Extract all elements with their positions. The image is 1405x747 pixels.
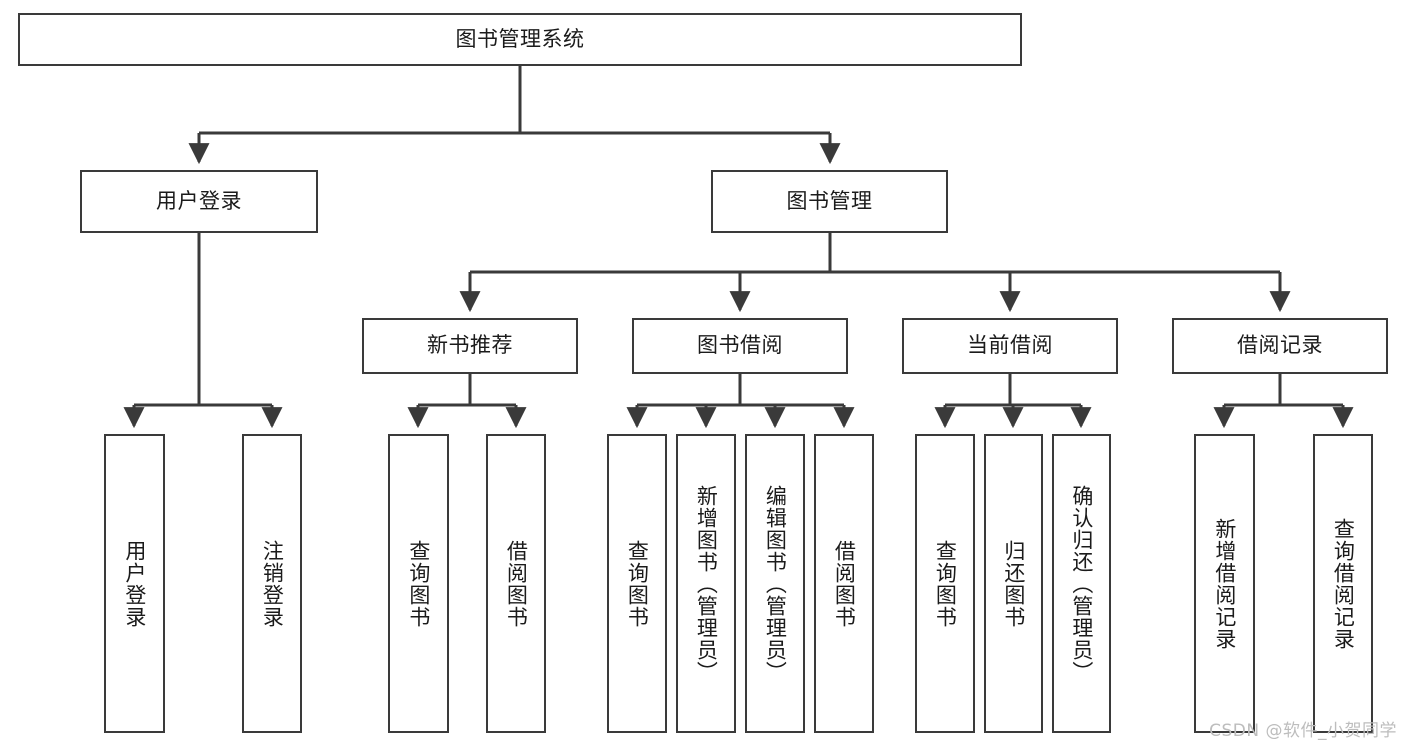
node-leaf-query-record-label: 查询借阅记录 <box>1331 517 1356 650</box>
node-leaf-return-book-label: 归还图书 <box>1001 539 1026 628</box>
node-new-book-recommend-label: 新书推荐 <box>427 333 513 358</box>
node-leaf-confirm-return-label: 确认归还（管理员） <box>1069 484 1094 683</box>
node-leaf-borrow-book-2-label: 借阅图书 <box>832 539 857 628</box>
node-book-manage-label: 图书管理 <box>786 188 873 213</box>
csdn-watermark: CSDN @软件_小贺同学 <box>1209 721 1397 741</box>
node-leaf-return-book[interactable]: 归还图书 <box>984 434 1043 733</box>
node-leaf-borrow-book-2[interactable]: 借阅图书 <box>814 434 874 733</box>
node-leaf-query-book-2-label: 查询图书 <box>625 539 650 628</box>
node-user-login[interactable]: 用户登录 <box>80 170 318 233</box>
node-leaf-add-book-label: 新增图书（管理员） <box>694 484 719 683</box>
node-root-label: 图书管理系统 <box>455 26 585 51</box>
node-current-borrow-label: 当前借阅 <box>967 333 1053 358</box>
node-leaf-user-login-label: 用户登录 <box>122 539 147 628</box>
node-leaf-query-record[interactable]: 查询借阅记录 <box>1313 434 1373 733</box>
node-leaf-confirm-return[interactable]: 确认归还（管理员） <box>1052 434 1111 733</box>
node-leaf-add-book[interactable]: 新增图书（管理员） <box>676 434 736 733</box>
node-leaf-edit-book-label: 编辑图书（管理员） <box>763 484 788 683</box>
node-leaf-edit-book[interactable]: 编辑图书（管理员） <box>745 434 805 733</box>
node-book-manage[interactable]: 图书管理 <box>711 170 948 233</box>
node-current-borrow[interactable]: 当前借阅 <box>902 318 1118 374</box>
node-leaf-query-book-2[interactable]: 查询图书 <box>607 434 667 733</box>
node-leaf-add-record-label: 新增借阅记录 <box>1212 517 1237 650</box>
node-leaf-add-record[interactable]: 新增借阅记录 <box>1194 434 1255 733</box>
node-leaf-user-login[interactable]: 用户登录 <box>104 434 165 733</box>
node-leaf-borrow-book-1-label: 借阅图书 <box>504 539 529 628</box>
node-leaf-user-logout[interactable]: 注销登录 <box>242 434 302 733</box>
node-borrow-record[interactable]: 借阅记录 <box>1172 318 1388 374</box>
node-leaf-query-book-3-label: 查询图书 <box>933 539 958 628</box>
node-leaf-query-book-1[interactable]: 查询图书 <box>388 434 449 733</box>
node-borrow-record-label: 借阅记录 <box>1237 333 1323 358</box>
node-root[interactable]: 图书管理系统 <box>18 13 1022 66</box>
node-book-borrow[interactable]: 图书借阅 <box>632 318 848 374</box>
node-leaf-borrow-book-1[interactable]: 借阅图书 <box>486 434 546 733</box>
node-leaf-user-logout-label: 注销登录 <box>260 539 285 628</box>
node-user-login-label: 用户登录 <box>156 188 242 213</box>
node-new-book-recommend[interactable]: 新书推荐 <box>362 318 578 374</box>
node-leaf-query-book-1-label: 查询图书 <box>406 539 431 628</box>
node-leaf-query-book-3[interactable]: 查询图书 <box>915 434 975 733</box>
node-book-borrow-label: 图书借阅 <box>697 333 783 358</box>
